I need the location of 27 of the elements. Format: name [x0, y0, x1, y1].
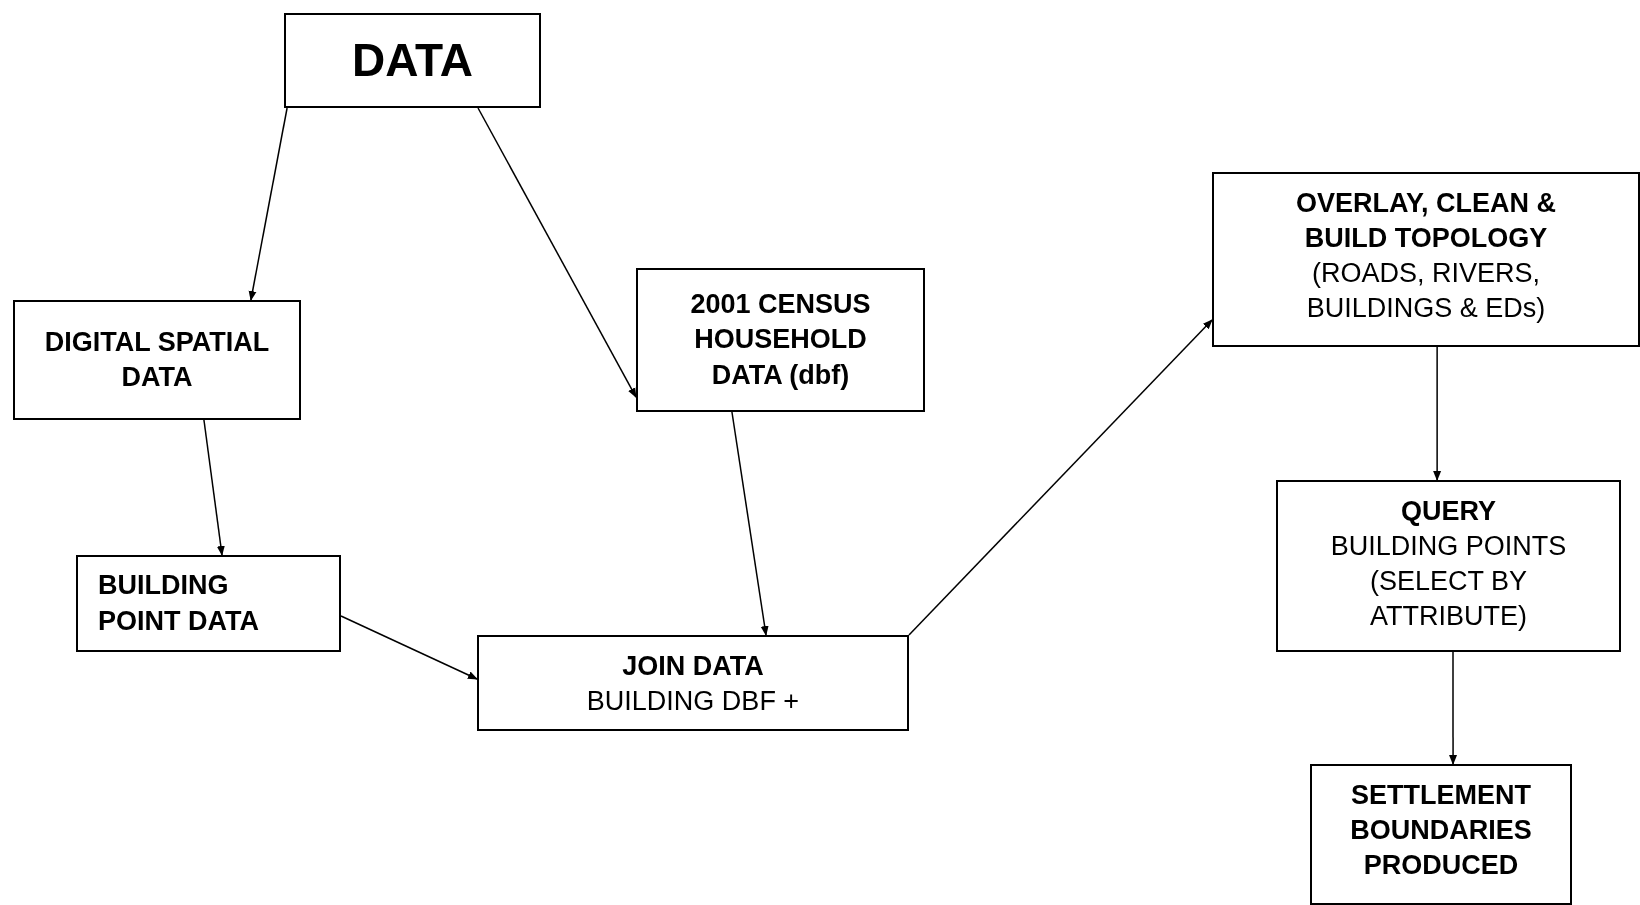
node-heading: OVERLAY, CLEAN & BUILD TOPOLOGY	[1294, 187, 1557, 256]
process-box	[636, 268, 925, 412]
arrow	[1433, 346, 1442, 481]
node-heading: DIGITAL SPATIAL DATA	[43, 325, 271, 394]
arrow	[908, 319, 1213, 636]
node-heading: JOIN DATA	[622, 650, 764, 683]
process-box	[13, 300, 301, 420]
arrow	[731, 411, 769, 636]
arrow	[1449, 651, 1458, 765]
title-box	[284, 13, 541, 108]
node-heading: 2001 CENSUS HOUSEHOLD DATA (dbf)	[689, 288, 872, 392]
node-heading: DATA	[352, 32, 473, 88]
process-box	[1212, 172, 1640, 347]
process-box	[477, 635, 909, 731]
node-heading: SETTLEMENT BOUNDARIES PRODUCED	[1349, 779, 1533, 883]
process-box	[76, 555, 341, 652]
node-heading: BUILDING POINT DATA	[98, 569, 260, 638]
arrow	[477, 107, 637, 398]
arrow	[203, 419, 225, 556]
node-text: (ROADS, RIVERS, BUILDINGS & EDs)	[1305, 257, 1547, 326]
node-text: BUILDING POINTS (SELECT BY ATTRIBUTE)	[1329, 530, 1568, 634]
process-box	[1276, 480, 1621, 652]
node-heading: QUERY	[1401, 495, 1496, 528]
process-box	[1310, 764, 1572, 905]
arrow	[340, 615, 478, 680]
arrow	[248, 107, 288, 301]
node-text: BUILDING DBF +	[586, 685, 800, 719]
